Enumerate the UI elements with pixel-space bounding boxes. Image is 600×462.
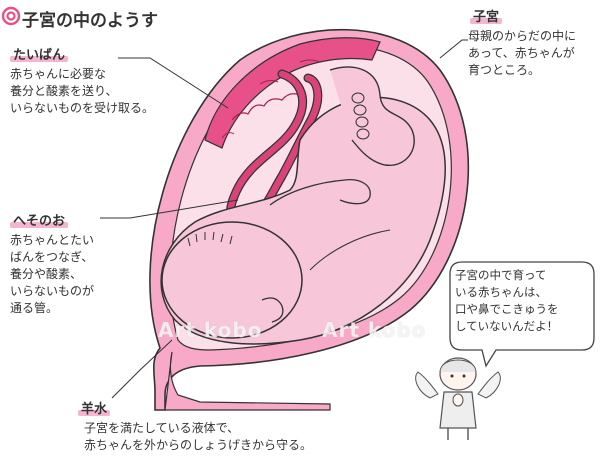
umbilical-cord-description: 赤ちゃんとたい ばんをつなぎ、 養分や酸素、 いらないものが 通る管。 bbox=[10, 233, 95, 315]
leader-placenta bbox=[118, 57, 229, 109]
amniotic-fluid-callout: 羊水 子宮を満たしている液体で、 赤ちゃんを外からのしょうげきから守る。 bbox=[78, 398, 312, 454]
watermark-left: Art kobo bbox=[158, 318, 263, 342]
placenta-callout: たいばん 赤ちゃんに必要な 養分と酸素を送り、 いらないものを受け取る。 bbox=[10, 44, 154, 117]
leader-cord bbox=[100, 199, 239, 219]
leader-amniotic bbox=[111, 339, 173, 399]
fetus-head bbox=[161, 221, 303, 339]
fetus-arm bbox=[269, 179, 371, 206]
umbilical-cord-label: へそのお bbox=[10, 210, 69, 229]
placenta-label: たいばん bbox=[10, 44, 69, 63]
angel-character bbox=[415, 357, 501, 440]
page-title: 子宮の中のようす bbox=[22, 11, 158, 31]
umbilical-cord-callout: へそのお 赤ちゃんとたい ばんをつなぎ、 養分や酸素、 いらないものが 通る管。 bbox=[10, 210, 94, 317]
watermark-right: Art kobo bbox=[322, 318, 427, 342]
cervix bbox=[164, 351, 331, 411]
speech-bubble bbox=[449, 261, 595, 368]
leader-uterus bbox=[439, 39, 468, 59]
uterus-callout: 子宮 母親のからだの中に あって、赤ちゃんが 育つところ。 bbox=[468, 6, 577, 79]
fetus-toes bbox=[351, 92, 370, 140]
amniotic-fluid-description: 子宮を満たしている液体で、 赤ちゃんを外からのしょうげきから守る。 bbox=[84, 421, 313, 452]
fetus-leg bbox=[329, 66, 415, 166]
amniotic-fluid-label: 羊水 bbox=[78, 398, 111, 417]
uterus-label: 子宮 bbox=[470, 6, 503, 25]
spiral-icon bbox=[1, 6, 21, 26]
placenta-description: 赤ちゃんに必要な 養分と酸素を送り、 いらないものを受け取る。 bbox=[10, 67, 155, 115]
speech-bubble-text: 子宮の中で育って いる赤ちゃんは、 口や鼻でこきゅうを していないんだよ！ bbox=[455, 268, 559, 333]
uterus-description: 母親のからだの中に あって、赤ちゃんが 育つところ。 bbox=[468, 29, 577, 77]
